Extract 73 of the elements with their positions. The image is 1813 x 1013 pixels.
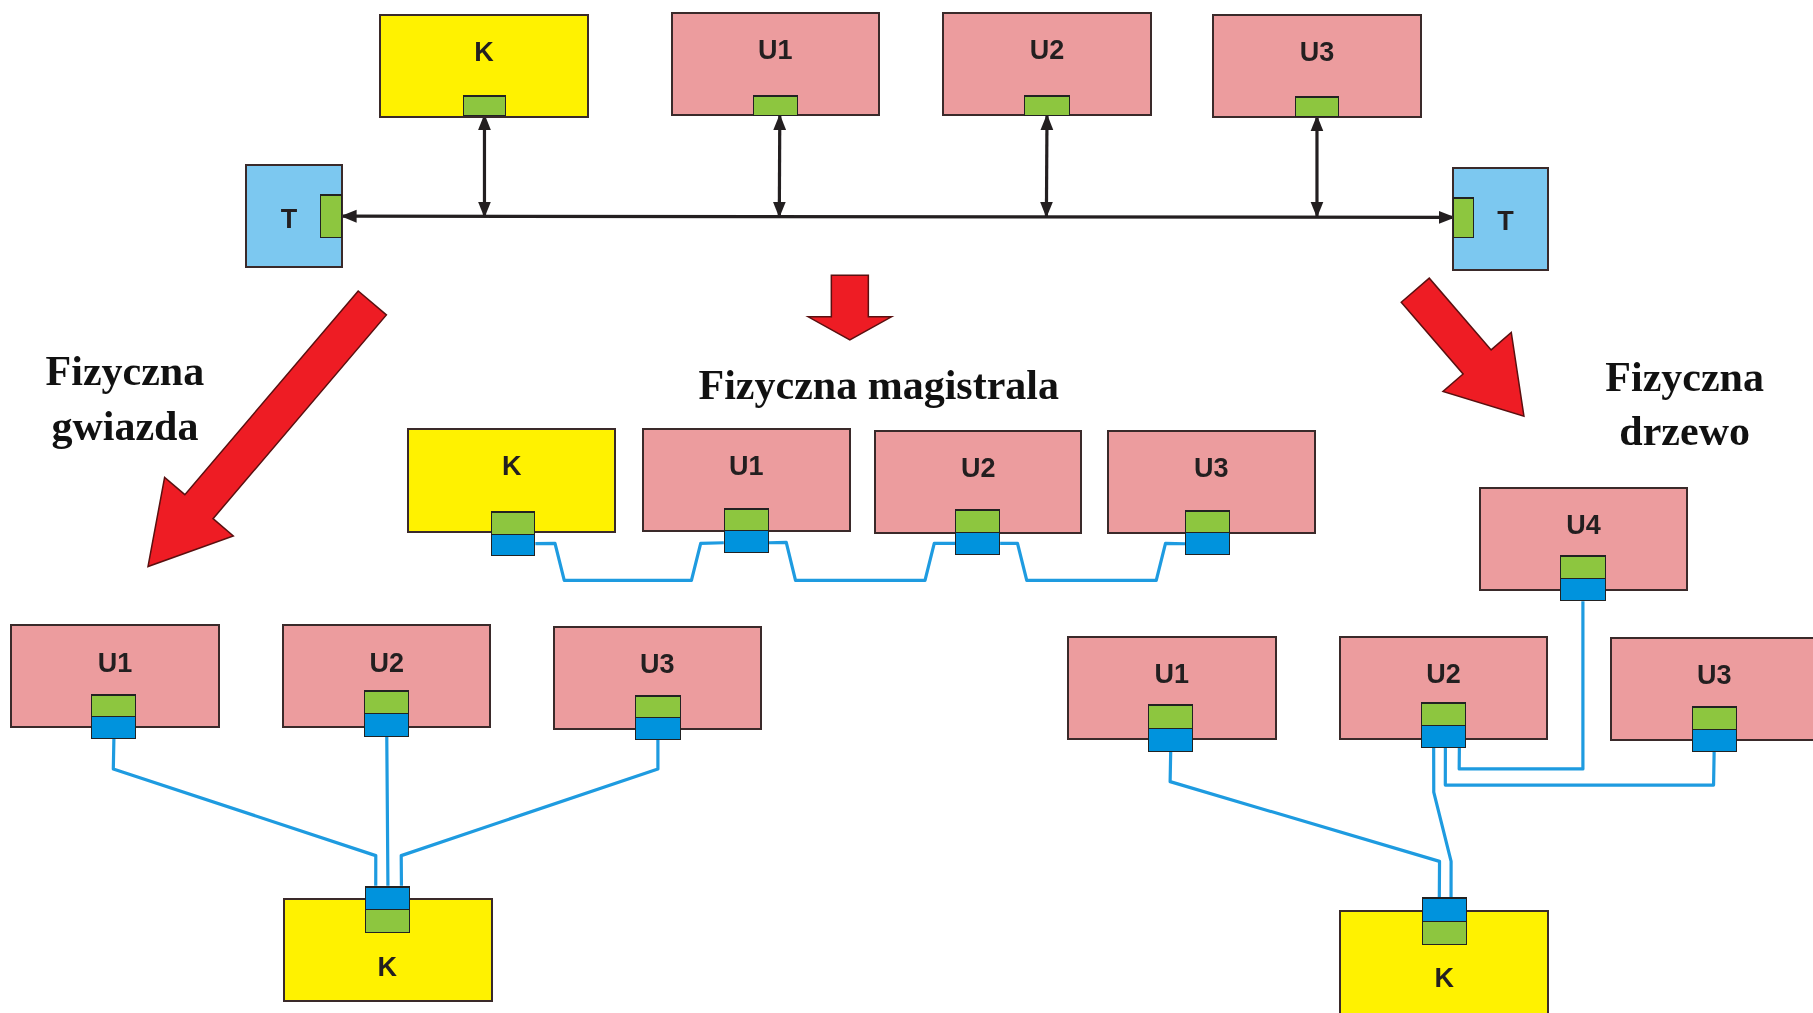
port-connector: [752, 94, 798, 116]
device-box: [1338, 909, 1550, 1013]
port-connector: [462, 94, 507, 116]
port-connector: [365, 885, 411, 934]
device-box: [1211, 13, 1423, 118]
cable-line: [385, 736, 390, 886]
device-label: K: [377, 951, 398, 983]
device-label: U1: [758, 34, 793, 66]
device-label: K: [1434, 962, 1454, 994]
port-connector: [320, 194, 343, 239]
port-connector: [1148, 704, 1194, 752]
port-connector: [364, 690, 410, 737]
device-label: U1: [729, 450, 764, 482]
device-label: U3: [640, 648, 675, 680]
device-label: K: [474, 36, 494, 68]
device-box: [1478, 486, 1689, 591]
device-label: U1: [97, 647, 133, 679]
device-box: [641, 427, 851, 532]
section-title: Fizyczna magistrala: [697, 360, 1060, 410]
port-connector: [723, 507, 769, 553]
double-arrow: [773, 114, 787, 218]
device-box: [874, 430, 1083, 535]
cable-line: [111, 738, 378, 886]
device-label: K: [501, 450, 522, 482]
device-box: [10, 624, 220, 729]
device-label: U1: [1154, 658, 1190, 690]
device-label: U3: [1193, 452, 1229, 484]
double-arrow: [1310, 115, 1324, 218]
port-connector: [91, 693, 137, 739]
port-connector: [1559, 555, 1607, 602]
section-title: Fizyczna gwiazda: [44, 347, 206, 451]
section-title: Fizyczna drzewo: [1604, 353, 1765, 457]
port-connector: [1691, 706, 1737, 752]
device-label: U2: [1029, 34, 1065, 66]
port-connector: [955, 508, 1001, 555]
device-box: [1106, 430, 1316, 535]
device-label: U2: [1426, 658, 1461, 690]
cable-line: [768, 540, 956, 583]
cable-line: [535, 541, 724, 583]
device-box: [1067, 635, 1277, 740]
device-box: [552, 625, 762, 730]
cable-line: [1443, 748, 1716, 787]
device-box: [1609, 637, 1813, 742]
port-connector: [1295, 95, 1339, 117]
terminator-box: [1452, 166, 1550, 271]
cable-line: [399, 740, 660, 886]
port-connector: [1453, 196, 1475, 239]
port-connector: [1185, 509, 1231, 555]
device-label: U3: [1696, 659, 1732, 691]
device-box: [283, 898, 493, 1003]
device-label: U2: [960, 452, 996, 484]
device-box: [1338, 635, 1549, 740]
device-box: [670, 11, 880, 116]
port-connector: [1024, 94, 1070, 116]
device-box: [942, 11, 1152, 116]
device-box: [282, 624, 492, 729]
device-label: T: [1497, 205, 1514, 237]
terminator-box: [245, 164, 344, 269]
device-box: [379, 13, 589, 118]
port-connector: [1421, 701, 1467, 749]
device-label: U4: [1566, 509, 1601, 541]
cable-line: [1168, 751, 1442, 898]
device-label: T: [280, 203, 298, 235]
cable-line: [1000, 541, 1186, 583]
port-connector: [491, 511, 536, 557]
cable-line: [1457, 601, 1585, 771]
double-arrow: [1040, 114, 1054, 218]
port-connector: [1422, 897, 1468, 945]
device-label: U3: [1299, 36, 1335, 68]
port-connector: [634, 694, 682, 740]
device-box: [407, 427, 617, 534]
device-label: U2: [369, 647, 404, 679]
cable-line: [1432, 748, 1453, 898]
